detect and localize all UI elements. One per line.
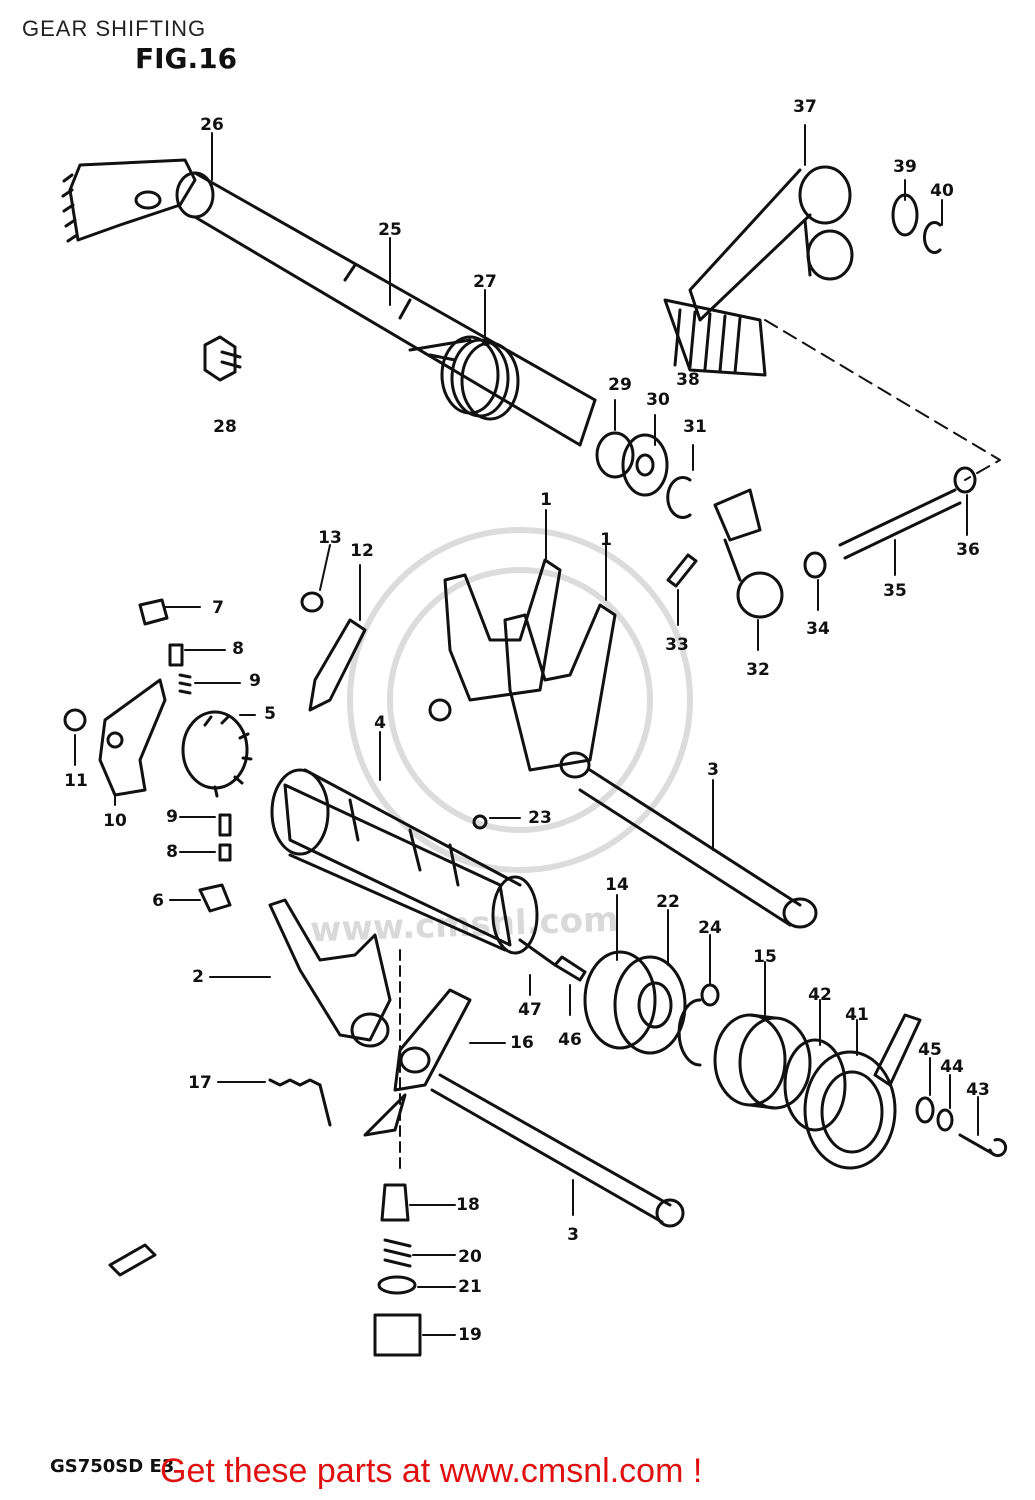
callout-33: 33 [665, 635, 689, 655]
callout-8b: 8 [166, 842, 178, 862]
figure-number: FIG.16 [135, 42, 238, 75]
callout-18: 18 [456, 1195, 480, 1215]
callout-46: 46 [558, 1030, 582, 1050]
callout-13: 13 [318, 528, 342, 548]
callout-35: 35 [883, 581, 907, 601]
callout-45: 45 [918, 1040, 942, 1060]
callout-15: 15 [753, 947, 777, 967]
callout-31: 31 [683, 417, 707, 437]
callouts: 26 25 27 28 29 30 31 37 38 39 40 36 35 [64, 97, 990, 1345]
callout-7: 7 [212, 598, 224, 618]
callout-2: 2 [192, 967, 204, 987]
callout-1a: 1 [540, 490, 552, 510]
pawl-spring [268, 1078, 332, 1127]
cam-stopper-parts [63, 598, 488, 913]
callout-11: 11 [64, 771, 88, 791]
callout-9b: 9 [166, 807, 178, 827]
callout-38: 38 [676, 370, 700, 390]
callout-44: 44 [940, 1057, 964, 1077]
bearing-and-cover [713, 1013, 1008, 1170]
shift-forks-1 [428, 558, 617, 779]
callout-17: 17 [188, 1073, 212, 1093]
callout-10: 10 [103, 811, 127, 831]
callout-27: 27 [473, 272, 497, 292]
neutral-stopper-stack [373, 949, 422, 1357]
callout-32: 32 [746, 660, 770, 680]
return-spring [408, 335, 520, 421]
shift-fork-2 [268, 898, 392, 1048]
callout-16: 16 [510, 1033, 534, 1053]
callout-6: 6 [152, 891, 164, 911]
shift-link-rod [666, 466, 977, 619]
model-code: GS750SD E3 [50, 1456, 175, 1477]
callout-14: 14 [605, 875, 629, 895]
callout-23: 23 [528, 808, 552, 828]
watermark-logo [347, 527, 693, 873]
callout-8a: 8 [232, 639, 244, 659]
callout-9a: 9 [249, 671, 261, 691]
callout-39: 39 [893, 157, 917, 177]
callout-26: 26 [200, 115, 224, 135]
cmsnl-promo-link[interactable]: Get these parts at www.cmsnl.com ! [160, 1452, 703, 1490]
diagram-title: GEAR SHIFTING [22, 16, 207, 41]
cam-guide-plate [300, 591, 367, 712]
callout-3b: 3 [567, 1225, 579, 1245]
fwd-arrow [108, 1243, 157, 1277]
callout-5: 5 [264, 704, 276, 724]
washers-29-30-31 [595, 431, 692, 519]
callout-25: 25 [378, 220, 402, 240]
callout-41: 41 [845, 1005, 869, 1025]
fork-shaft-upper [578, 768, 818, 929]
callout-12: 12 [350, 541, 374, 561]
cam-drive-pins [518, 938, 587, 982]
callout-47: 47 [518, 1000, 542, 1020]
callout-43: 43 [966, 1080, 990, 1100]
gearshift-arm [363, 988, 472, 1137]
gearshift-lever [663, 165, 1001, 481]
callout-37: 37 [793, 97, 817, 117]
callout-36: 36 [956, 540, 980, 560]
gearshift-cam-drum [270, 768, 539, 955]
cam-driven-gear [583, 950, 720, 1067]
callout-29: 29 [608, 375, 632, 395]
callout-20: 20 [458, 1247, 482, 1267]
fork-shaft-lower [430, 1073, 685, 1228]
callout-42: 42 [808, 985, 832, 1005]
callout-28: 28 [213, 417, 237, 437]
gearshift-shaft [61, 158, 597, 447]
bolt-28 [203, 335, 242, 382]
callout-21: 21 [458, 1277, 482, 1297]
callout-30: 30 [646, 390, 670, 410]
callout-4: 4 [374, 713, 386, 733]
callout-22: 22 [656, 892, 680, 912]
callout-40: 40 [930, 181, 954, 201]
callout-3a: 3 [707, 760, 719, 780]
callout-24: 24 [698, 918, 722, 938]
callout-19: 19 [458, 1325, 482, 1345]
callout-34: 34 [806, 619, 830, 639]
callout-1b: 1 [600, 530, 612, 550]
